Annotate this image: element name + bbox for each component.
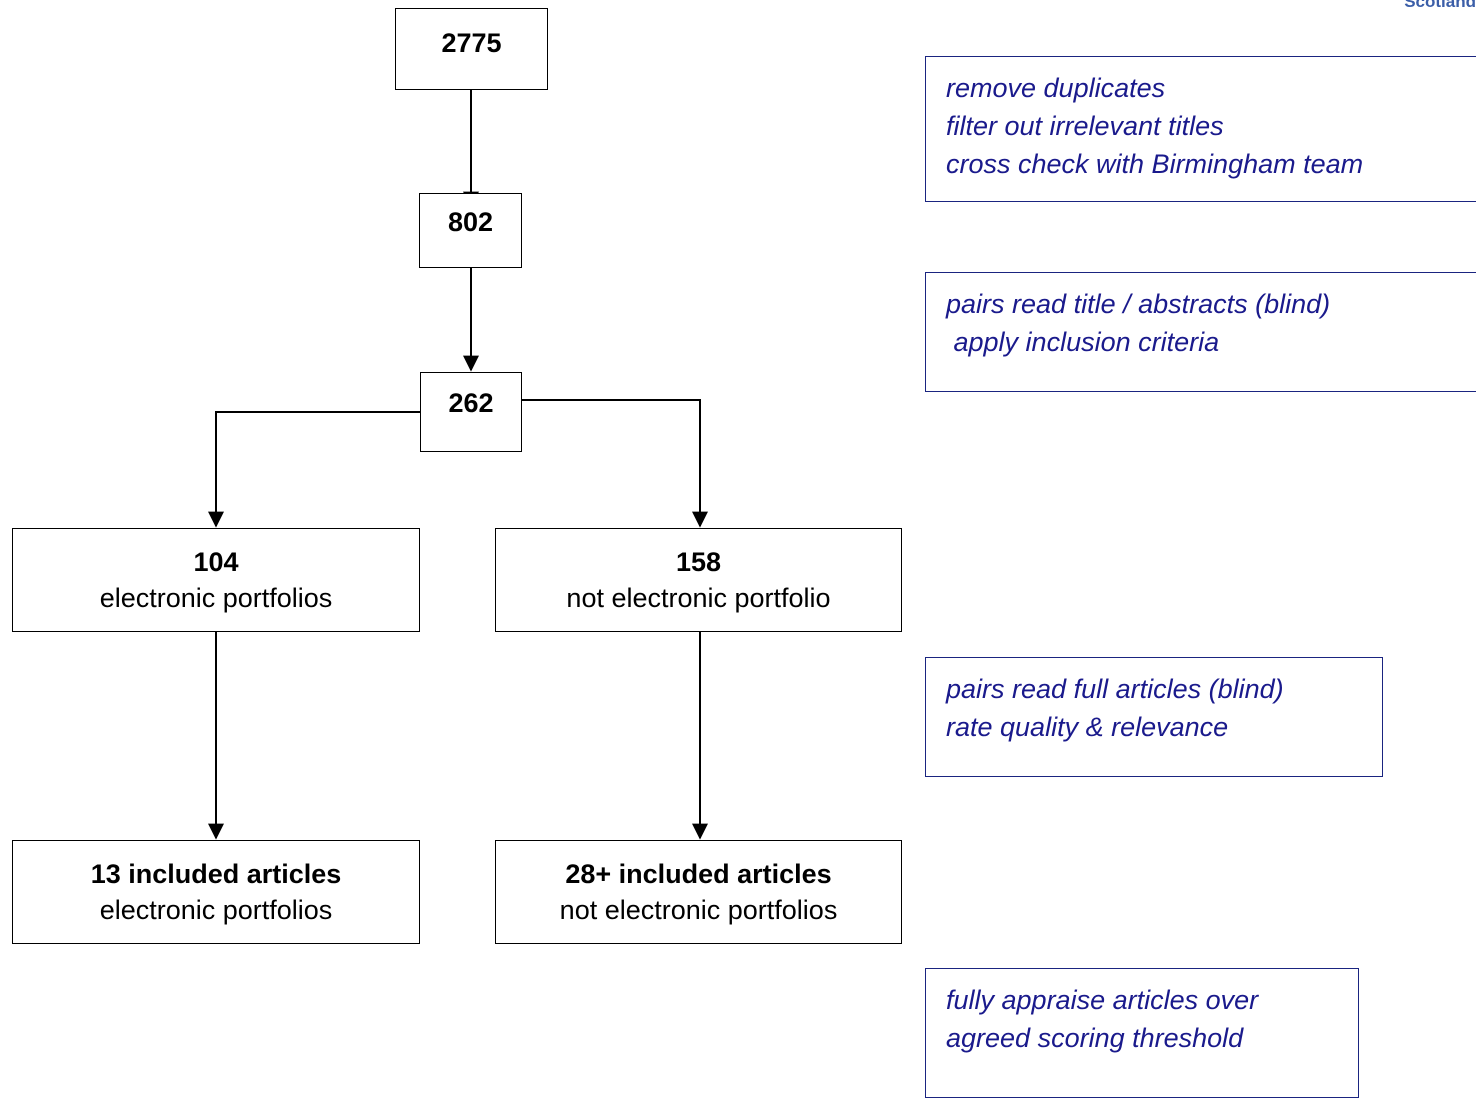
- box-13-included: 13 included articles electronic portfoli…: [12, 840, 420, 944]
- note-step-2: pairs read title / abstracts (blind) app…: [925, 272, 1476, 392]
- note-step-4-line-2: agreed scoring threshold: [946, 1023, 1244, 1053]
- note-step-4: fully appraise articles over agreed scor…: [925, 968, 1359, 1098]
- note-step-1: remove duplicates filter out irrelevant …: [925, 56, 1476, 202]
- box-28-included: 28+ included articles not electronic por…: [495, 840, 902, 944]
- arrow-262-to-104: [208, 411, 420, 528]
- note-step-1-line-2: filter out irrelevant titles: [946, 111, 1224, 141]
- note-step-3-line-2: rate quality & relevance: [946, 712, 1229, 742]
- corner-logo-text: Scotland: [1404, 0, 1476, 11]
- count-2775: 2775: [441, 28, 502, 58]
- box-2775: 2775: [395, 8, 548, 90]
- note-step-4-line-1: fully appraise articles over: [946, 985, 1259, 1015]
- count-802: 802: [447, 207, 494, 237]
- note-step-2-line-2: apply inclusion criteria: [946, 327, 1220, 357]
- box-262: 262: [420, 372, 522, 452]
- label-28-included: not electronic portfolios: [559, 895, 838, 925]
- note-step-1-line-1: remove duplicates: [946, 73, 1166, 103]
- count-28-included: 28+ included articles: [565, 859, 832, 889]
- count-262: 262: [448, 388, 494, 418]
- label-158: not electronic portfolio: [566, 583, 831, 613]
- count-158: 158: [675, 547, 722, 577]
- label-13-included: electronic portfolios: [99, 895, 333, 925]
- note-step-3: pairs read full articles (blind) rate qu…: [925, 657, 1383, 777]
- box-104: 104 electronic portfolios: [12, 528, 420, 632]
- count-104: 104: [193, 547, 239, 577]
- count-13-included: 13 included articles: [90, 859, 342, 889]
- arrow-262-to-158: [522, 399, 708, 528]
- box-802: 802: [419, 193, 522, 268]
- label-104: electronic portfolios: [99, 583, 333, 613]
- note-step-2-line-1: pairs read title / abstracts (blind): [946, 289, 1331, 319]
- note-step-1-line-3: cross check with Birmingham team: [946, 149, 1364, 179]
- note-step-3-line-1: pairs read full articles (blind): [946, 674, 1284, 704]
- box-158: 158 not electronic portfolio: [495, 528, 902, 632]
